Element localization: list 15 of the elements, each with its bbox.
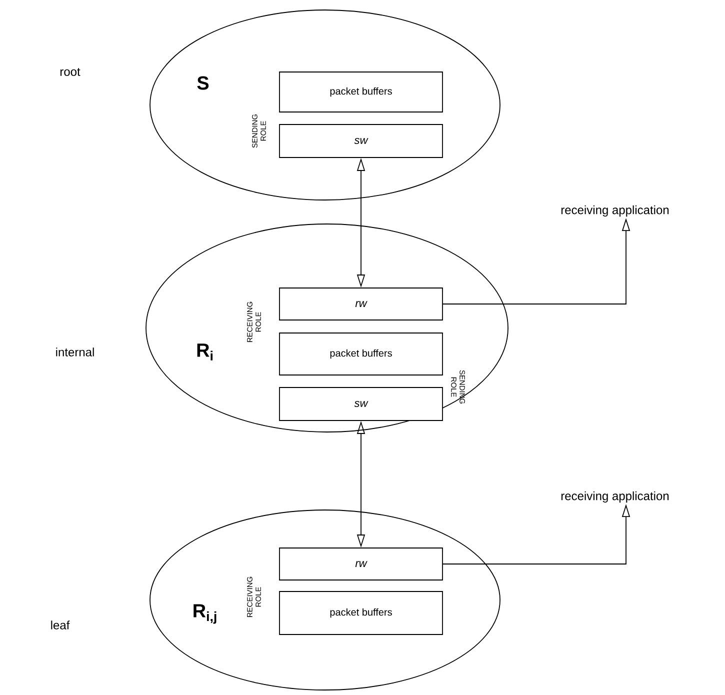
application-label: receiving application (561, 491, 669, 503)
node-name: R$_{i}$ (197, 344, 213, 360)
level-label: leaf (51, 620, 70, 630)
process-box: sw (279, 124, 443, 158)
node-name: R$_{i,j}$ (194, 604, 216, 624)
node-name: S (197, 76, 209, 90)
process-box: rw (279, 548, 443, 580)
process-box: packet buffers (279, 332, 443, 376)
level-label: root (60, 68, 80, 76)
process-box: packet buffers (279, 591, 443, 635)
process-box: packet buffers (279, 72, 443, 112)
process-box: sw (279, 387, 443, 421)
process-box: rw (279, 288, 443, 320)
level-label: internal (56, 348, 94, 356)
application-label: receiving application (561, 205, 669, 217)
